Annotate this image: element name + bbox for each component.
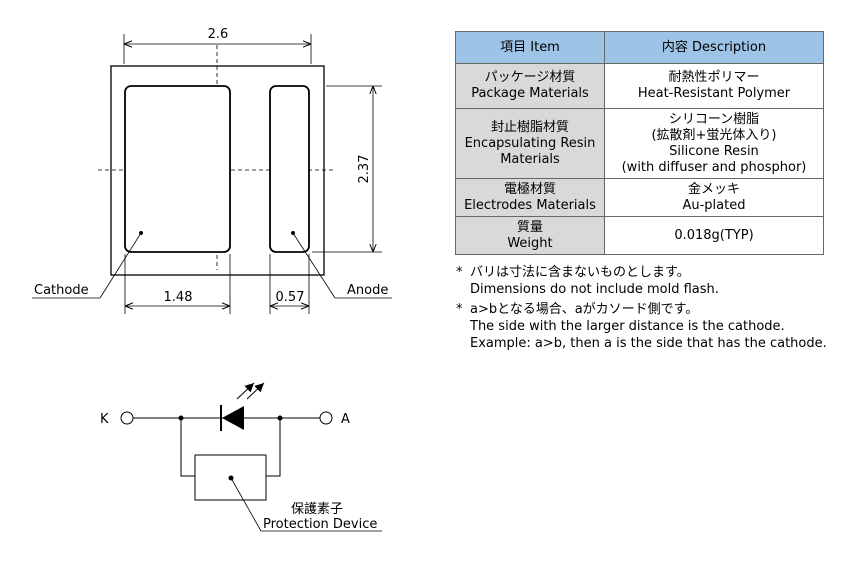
row-description: 耐熱性ポリマー Heat-Resistant Polymer xyxy=(604,63,824,109)
note-text: Dimensions do not include mold flash. xyxy=(470,282,719,297)
cathode-label: Cathode xyxy=(34,283,89,298)
protection-label-ja: 保護素子 xyxy=(291,501,343,517)
cathode-width-dimension: 1.48 xyxy=(164,290,193,305)
spec-table: 項目 Item 内容 Description パッケージ材質 Package M… xyxy=(455,31,824,255)
note-mold-flash: * バリは寸法に含まないものとします。 Dimensions do not in… xyxy=(456,264,827,298)
note-mark: * xyxy=(456,302,463,317)
protection-branch xyxy=(180,418,281,477)
row-description: 0.018g(TYP) xyxy=(604,216,824,255)
note-text: The side with the larger distance is the… xyxy=(470,319,785,334)
table-row: 封止樹脂材質 Encapsulating Resin Materials シリコ… xyxy=(455,108,824,179)
table-row: 電極材質 Electrodes Materials 金メッキ Au-plated xyxy=(455,178,824,217)
header-description: 内容 Description xyxy=(604,31,824,64)
anode-label: Anode xyxy=(347,283,388,298)
note-cathode-side: * a>bとなる場合、aがカソード側です。 The side with the … xyxy=(456,301,827,352)
row-description: 金メッキ Au-plated xyxy=(604,178,824,217)
cathode-electrode xyxy=(124,85,231,253)
note-mark: * xyxy=(456,265,463,280)
table-header-row: 項目 Item 内容 Description xyxy=(455,31,824,64)
package-outline xyxy=(110,65,325,276)
anode-electrode xyxy=(269,85,310,253)
header-item: 項目 Item xyxy=(455,31,605,64)
note-text: a>bとなる場合、aがカソード側です。 xyxy=(470,302,699,317)
note-text: バリは寸法に含まないものとします。 xyxy=(470,265,690,280)
protection-label-en: Protection Device xyxy=(263,517,377,532)
terminal-a xyxy=(319,411,333,425)
width-dimension: 2.6 xyxy=(208,27,229,42)
height-dimension: 2.37 xyxy=(357,155,372,184)
terminal-k xyxy=(120,411,134,425)
terminal-a-label: A xyxy=(341,412,350,427)
row-description: シリコーン樹脂 (拡散剤+蛍光体入り) Silicone Resin (with… xyxy=(604,108,824,179)
row-item: 質量 Weight xyxy=(455,216,605,255)
row-item: パッケージ材質 Package Materials xyxy=(455,63,605,109)
table-row: パッケージ材質 Package Materials 耐熱性ポリマー Heat-R… xyxy=(455,63,824,109)
note-text: Example: a>b, then a is the side that ha… xyxy=(470,336,827,351)
table-row: 質量 Weight 0.018g(TYP) xyxy=(455,216,824,255)
row-item: 電極材質 Electrodes Materials xyxy=(455,178,605,217)
row-item: 封止樹脂材質 Encapsulating Resin Materials xyxy=(455,108,605,179)
anode-width-dimension: 0.57 xyxy=(276,290,305,305)
led-diode-symbol xyxy=(222,406,244,430)
notes: * バリは寸法に含まないものとします。 Dimensions do not in… xyxy=(456,264,827,355)
terminal-k-label: K xyxy=(100,412,109,427)
